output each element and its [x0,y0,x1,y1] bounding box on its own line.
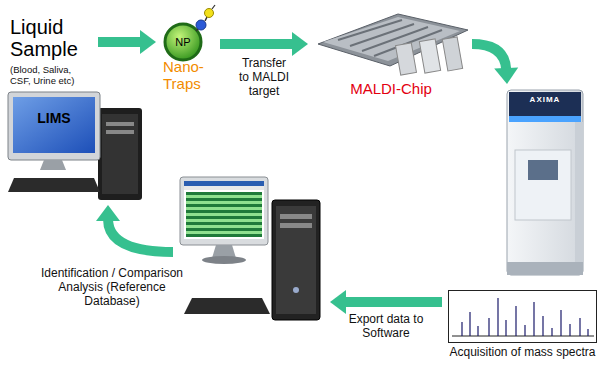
flow-arrow [98,30,156,54]
arrow-shaft [344,297,442,307]
lims-computer-picture [8,92,142,200]
arrow-head [330,290,346,314]
flow-arrow [330,290,442,314]
edge-label: Identification / Comparison Analysis (Re… [37,266,187,308]
spectrum-plot [449,291,597,343]
sample-types: (Blood, Saliva, CSF, Urine etc) [10,64,94,86]
arrow-shaft [108,219,173,252]
flow-arrow [220,32,308,56]
edge-label: Transfer to MALDI target [236,56,292,98]
stage-node: NP Nano-Traps [158,18,216,96]
arrow-head [96,205,120,221]
software-computer-picture [180,177,320,320]
flow-arrow [472,44,518,84]
stage-node: LIMS [4,86,146,202]
instrument-brand: AXIMA [503,95,587,105]
stage-node [176,172,326,324]
stage-node: AXIMA [503,86,587,278]
lims-label: LIMS [14,110,94,126]
edge-label: Export data to Software [344,312,428,340]
maldi-chip-picture [318,14,468,75]
spectra-caption: Acquisition of mass spectra [446,345,599,359]
nanotraps-label: Nano-Traps [163,58,216,92]
flow-arrow [96,205,173,252]
stage-node: MALDI-Chip [312,12,470,100]
stage-node: Acquisition of mass spectra [446,288,599,381]
mass-spectrometer-picture [507,90,583,275]
arrow-shaft [220,39,294,49]
arrow-head [140,30,156,54]
arrow-head [494,67,518,84]
stage-node: Liquid Sample (Blood, Saliva, CSF, Urine … [10,16,94,86]
arrow-shaft [98,37,142,47]
arrow-head [292,32,308,56]
chip-label: MALDI-Chip [312,80,470,97]
particle-label: NP [164,35,202,49]
sample-title: Liquid Sample [10,16,94,60]
nanoparticle-picture [165,5,215,60]
arrow-shaft [472,44,506,70]
